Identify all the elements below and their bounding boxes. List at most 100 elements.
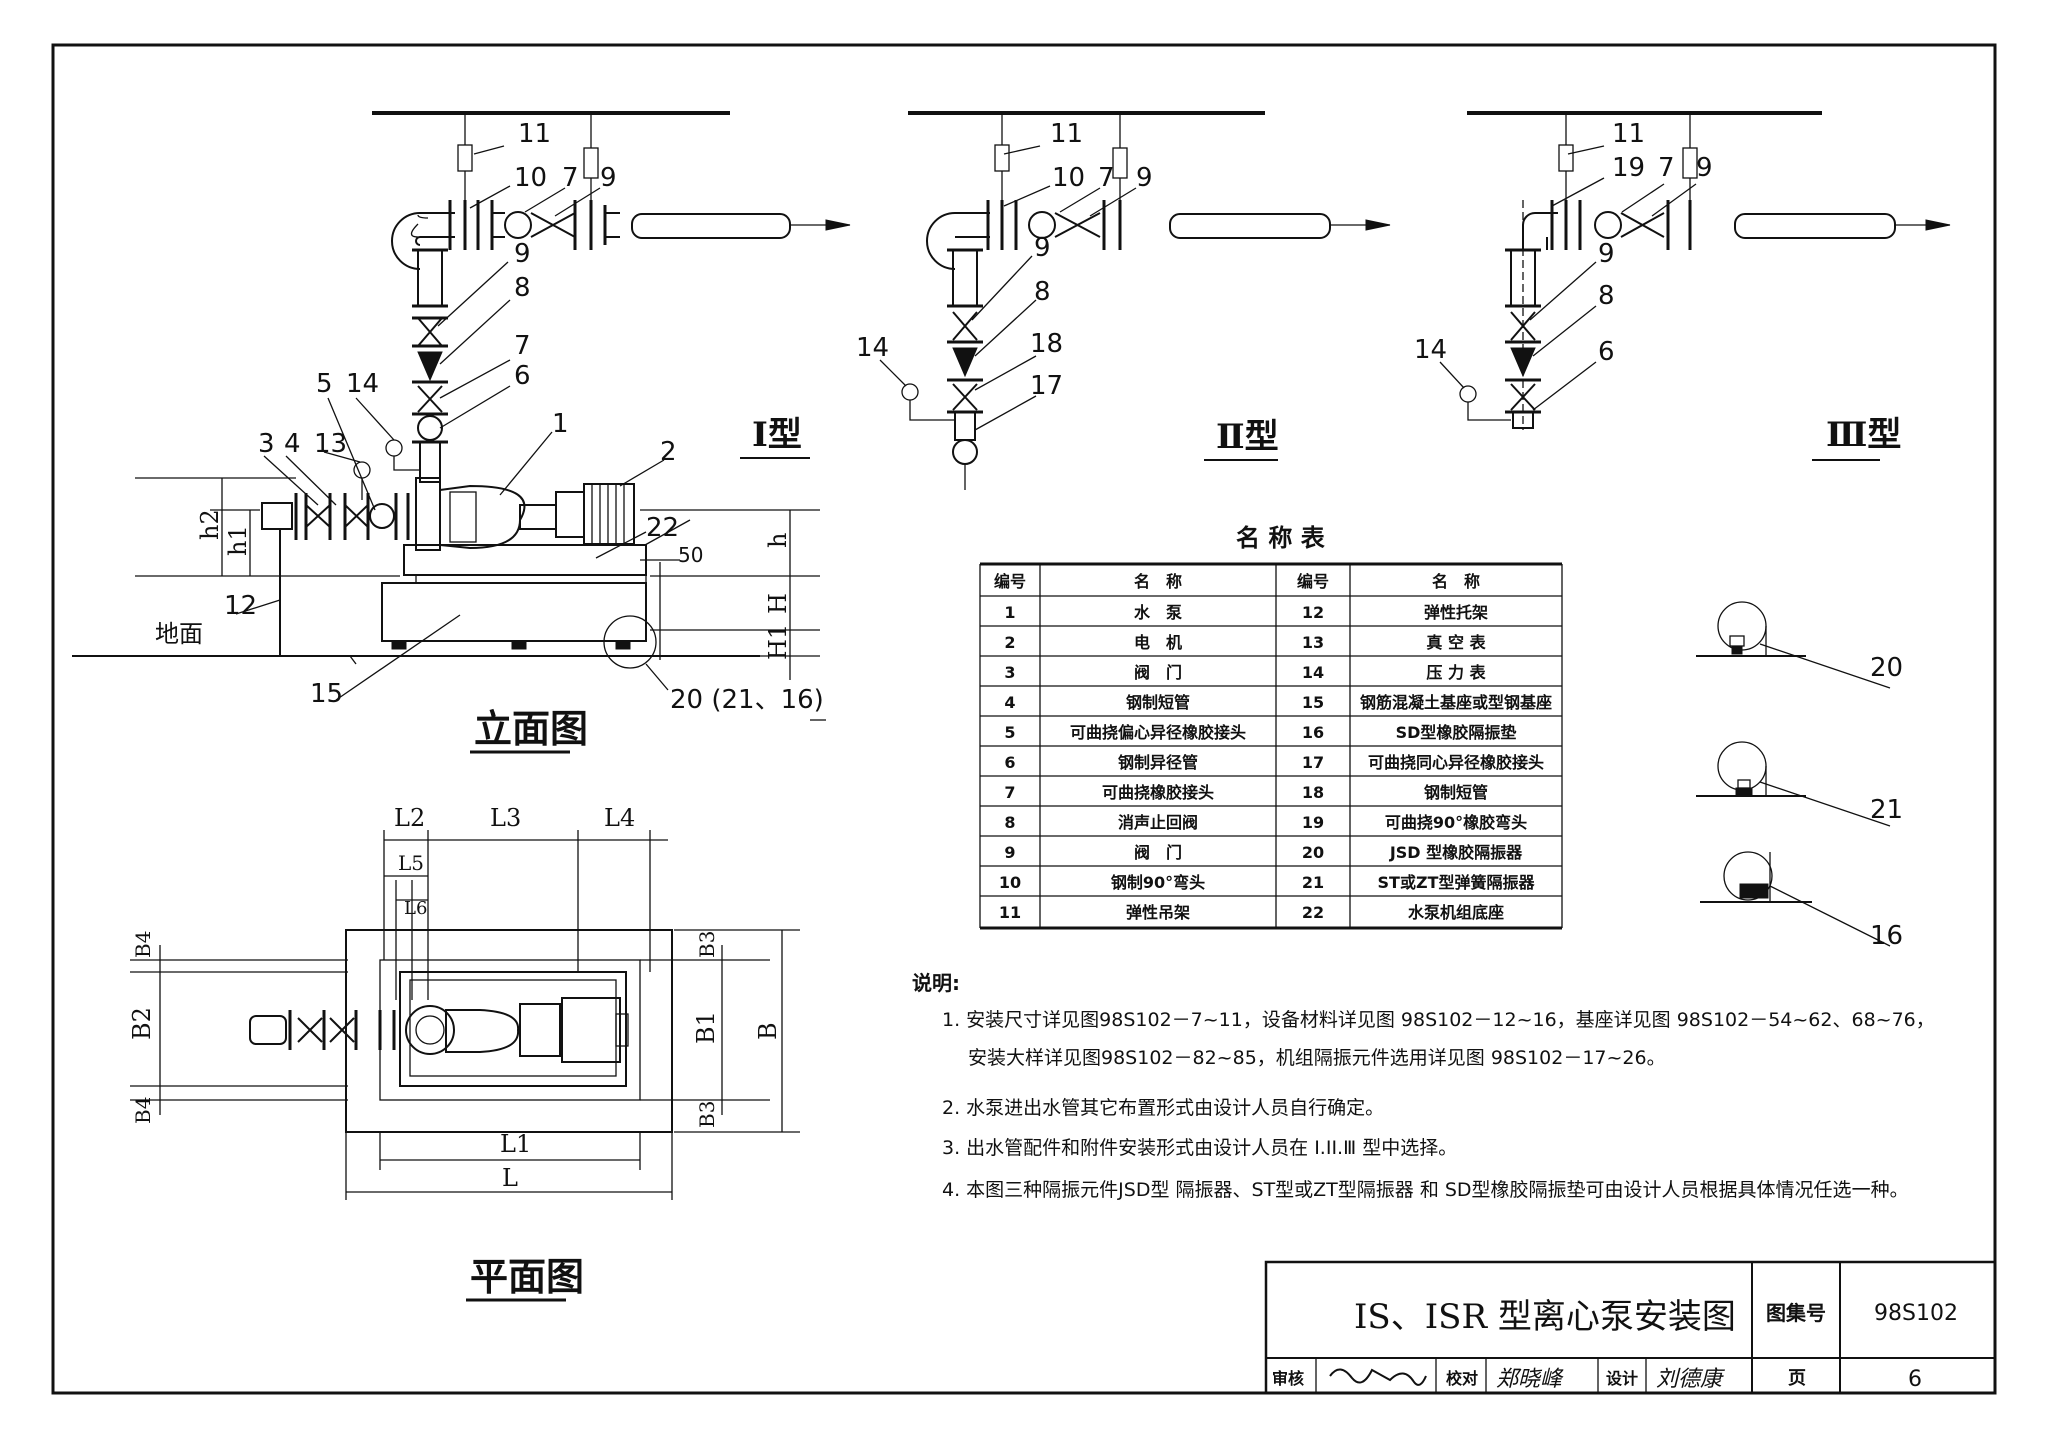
plan-dim-L: L (502, 1164, 518, 1192)
t2-callout-8: 8 (1034, 277, 1051, 307)
dim-h2: h2 (196, 509, 224, 540)
table-cell: 电 机 (1134, 633, 1182, 652)
plan-dim-B1: B1 (692, 1011, 720, 1044)
plan-dim-L5: L5 (398, 851, 424, 875)
note-1b: 安装大样详见图98S102－82~85，机组隔振元件选用详见图 98S102－1… (968, 1047, 1666, 1069)
table-cell: 4 (1004, 693, 1015, 712)
drawing-border (51, 43, 1997, 1395)
t3-callout-6: 6 (1598, 337, 1615, 367)
table-cell: 10 (999, 873, 1021, 892)
t2-callout-11: 11 (1050, 119, 1083, 149)
table-header-cell: 名 称 (1134, 572, 1182, 591)
detail-20: 20 (1870, 653, 1903, 683)
plan-dim-B: B (754, 1022, 782, 1040)
t3-callout-9b: 9 (1598, 239, 1615, 269)
label-type-1: Ⅰ型 (752, 415, 802, 455)
callout-7b: 7 (514, 331, 531, 361)
table-cell: SD型橡胶隔振垫 (1396, 723, 1517, 742)
table-cell: 水 泵 (1134, 603, 1182, 622)
review-signature (1329, 1368, 1427, 1386)
note-4: 4. 本图三种隔振元件JSD型 隔振器、ST型或ZT型隔振器 和 SD型橡胶隔振… (942, 1179, 1909, 1201)
note-1a: 1. 安装尺寸详见图98S102－7~11，设备材料详见图 98S102－12~… (942, 1009, 1935, 1031)
table-cell: 水泵机组底座 (1408, 903, 1504, 922)
plan-dim-L3: L3 (490, 804, 521, 832)
review-label: 审核 (1272, 1369, 1304, 1388)
elevation-callouts: 11 10 7 9 9 8 7 6 1 2 5 14 3 4 13 22 50 … (155, 119, 824, 754)
callout-22: 22 (646, 513, 679, 543)
atlas-number: 98S102 (1874, 1301, 1958, 1326)
callout-13: 13 (314, 429, 347, 459)
table-cell: 5 (1004, 723, 1015, 742)
table-cell: 2 (1004, 633, 1015, 652)
table-cell: 钢筋混凝土基座或型钢基座 (1360, 693, 1552, 712)
callout-15: 15 (310, 679, 343, 709)
table-cell: 钢制短管 (1424, 783, 1488, 802)
plan-dim-L4: L4 (604, 804, 635, 832)
dim-h1: h1 (224, 525, 252, 556)
dim-H1: H1 (764, 624, 792, 660)
table-cell: 20 (1302, 843, 1324, 862)
t2-callout-10: 10 (1052, 163, 1085, 193)
table-header-cell: 编号 (994, 572, 1026, 591)
design-name: 刘德康 (1656, 1367, 1726, 1392)
table-cell: 阀 门 (1134, 663, 1182, 682)
table-cell: 9 (1004, 843, 1015, 862)
table-cell: 钢制90°弯头 (1111, 873, 1205, 892)
callout-3: 3 (258, 429, 275, 459)
table-cell: 钢制异径管 (1118, 753, 1198, 772)
callout-9: 9 (600, 163, 617, 193)
table-cell: 16 (1302, 723, 1324, 742)
notes: 说明: 1. 安装尺寸详见图98S102－7~11，设备材料详见图 98S102… (912, 971, 1935, 1201)
plan-dim-B3-bot: B3 (695, 1101, 719, 1128)
label-ground: 地面 (155, 620, 203, 648)
table-cell: 可曲挠偏心异径橡胶接头 (1070, 723, 1246, 742)
t2-callout-18: 18 (1030, 329, 1063, 359)
t3-callout-19: 19 (1612, 153, 1645, 183)
t3-callout-14: 14 (1414, 335, 1447, 365)
title-block: IS、ISR 型离心泵安装图 图集号 98S102 审核 校对 郑晓峰 设计 刘… (1264, 1260, 1997, 1395)
callout-2: 2 (660, 437, 677, 467)
callout-14: 14 (346, 369, 379, 399)
page-number: 6 (1908, 1367, 1922, 1392)
t2-callout-9b: 9 (1034, 233, 1051, 263)
t2-callout-17: 17 (1030, 371, 1063, 401)
atlas-label: 图集号 (1766, 1301, 1826, 1325)
table-cell: 14 (1302, 663, 1324, 682)
plan-title: 平面图 (470, 1254, 584, 1299)
parts-table-caption: 名 称 表 (1236, 523, 1326, 552)
table-header-cell: 名 称 (1432, 572, 1480, 591)
detail-21: 21 (1870, 795, 1903, 825)
table-cell: 6 (1004, 753, 1015, 772)
table-header-cell: 编号 (1297, 572, 1329, 591)
table-cell: 弹性吊架 (1126, 903, 1190, 922)
check-name: 郑晓峰 (1496, 1367, 1564, 1392)
callout-50: 50 (678, 543, 703, 567)
table-cell: 15 (1302, 693, 1324, 712)
table-cell: 可曲挠同心异径橡胶接头 (1368, 753, 1544, 772)
dim-h: h (764, 533, 792, 548)
callout-12: 12 (224, 591, 257, 621)
note-3: 3. 出水管配件和附件安装形式由设计人员在 I.II.Ⅲ 型中选择。 (942, 1137, 1457, 1159)
callout-10: 10 (514, 163, 547, 193)
t2-callout-14: 14 (856, 333, 889, 363)
detail-16: 16 (1870, 921, 1903, 951)
type-2-view: 11 10 7 9 9 8 18 17 14 Ⅱ型 (856, 111, 1391, 490)
t3-callout-9: 9 (1696, 153, 1713, 183)
plan-view: L2 L3 L4 L5 L6 B4 B2 B4 B3 B1 B3 B L1 L … (128, 804, 800, 1302)
t3-callout-11: 11 (1612, 119, 1645, 149)
plan-dim-L6: L6 (404, 898, 427, 919)
type-3-view: 11 19 7 9 9 8 6 14 Ⅲ型 (1414, 111, 1951, 461)
plan-dim-B4-bot: B4 (131, 1097, 155, 1124)
callout-9b: 9 (514, 239, 531, 269)
plan-dim-L1: L1 (500, 1130, 531, 1158)
table-cell: 18 (1302, 783, 1324, 802)
table-cell: 22 (1302, 903, 1324, 922)
table-cell: 17 (1302, 753, 1324, 772)
elevation-view (72, 111, 851, 721)
table-cell: 21 (1302, 873, 1324, 892)
t3-callout-7: 7 (1658, 153, 1675, 183)
notes-heading: 说明: (912, 971, 960, 995)
design-label: 设计 (1606, 1369, 1638, 1388)
check-label: 校对 (1446, 1369, 1478, 1388)
